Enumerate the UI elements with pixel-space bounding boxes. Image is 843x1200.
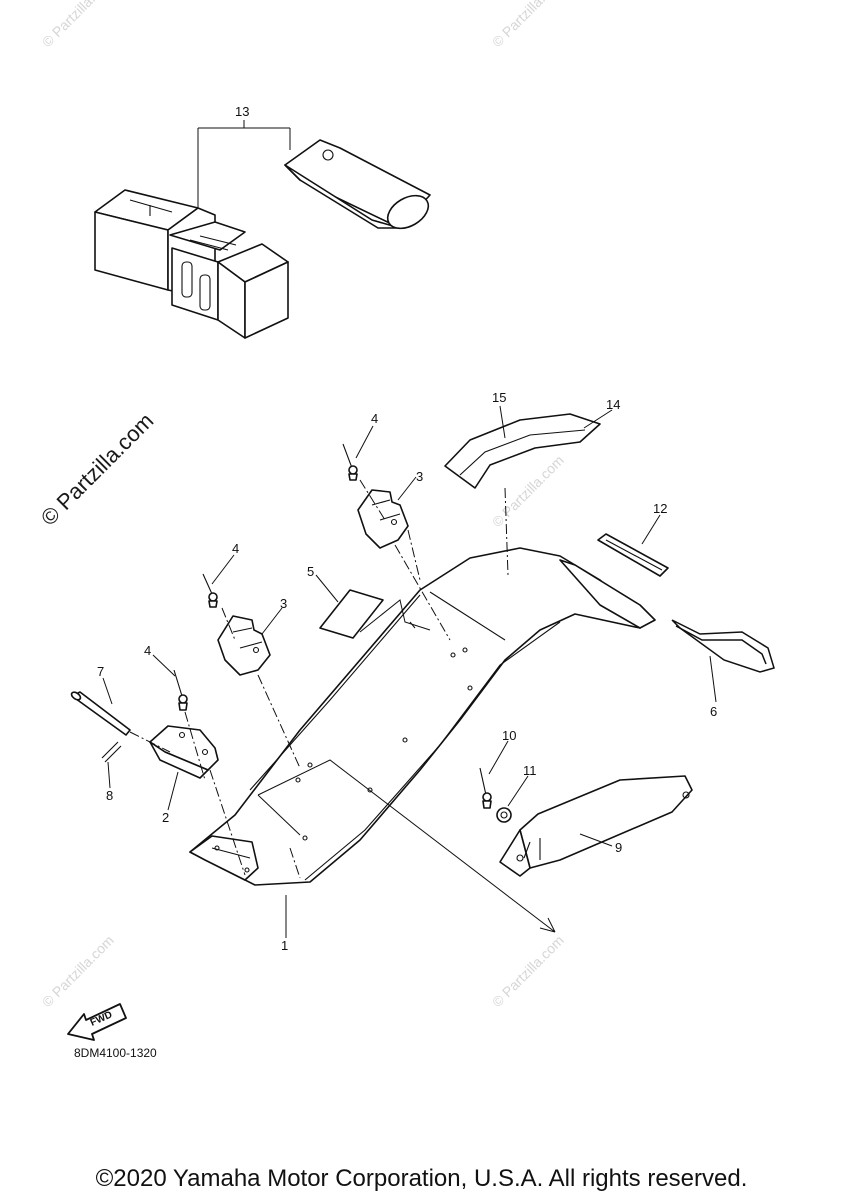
callout-9[interactable]: 9 [615, 840, 622, 855]
callout-5[interactable]: 5 [307, 564, 314, 579]
watermark: © Partzilla.com [489, 932, 567, 1010]
callout-14[interactable]: 14 [606, 397, 620, 412]
part-7-long-bolt[interactable] [70, 691, 131, 736]
part-6-wire[interactable] [671, 619, 775, 673]
part-3-bracket-upper[interactable] [357, 489, 409, 549]
copyright-notice: ©2020 Yamaha Motor Corporation, U.S.A. A… [95, 1165, 748, 1192]
callout-3-upper[interactable]: 3 [416, 469, 423, 484]
callout-2[interactable]: 2 [162, 810, 169, 825]
leader-lines [102, 405, 717, 938]
part-5-label[interactable] [319, 589, 384, 639]
callout-11[interactable]: 11 [523, 763, 537, 778]
part-4-bolt-middle[interactable] [202, 573, 218, 608]
callout-12[interactable]: 12 [653, 501, 667, 516]
callout-4-upper[interactable]: 4 [371, 411, 378, 426]
fwd-arrow-icon: FWD [67, 1003, 127, 1041]
part-10-bolt[interactable] [479, 767, 492, 809]
watermark: © Partzilla.com [489, 0, 567, 50]
callout-labels: 1 2 3 3 4 4 4 5 6 7 8 9 10 11 12 13 14 1… [97, 104, 717, 953]
watermark: © Partzilla.com [39, 932, 117, 1010]
connector-lines [257, 759, 556, 933]
assembly-lines [129, 479, 509, 879]
part-3-bracket-lower[interactable] [217, 615, 271, 676]
watermark: © Partzilla.com [39, 0, 117, 50]
part-4-bolt-lower[interactable] [173, 669, 188, 711]
callout-4-middle[interactable]: 4 [232, 541, 239, 556]
part-15-14-decal[interactable] [444, 413, 601, 489]
part-9-bracket[interactable] [499, 775, 693, 877]
part-4-bolt-upper[interactable] [342, 443, 358, 481]
diagram-code: 8DM4100-1320 [74, 1046, 157, 1060]
part-2-hinge[interactable] [149, 725, 219, 779]
part-13-tool-bag[interactable] [94, 120, 434, 339]
part-1-rear-fender[interactable] [189, 547, 656, 886]
callout-10[interactable]: 10 [502, 728, 516, 743]
callout-13[interactable]: 13 [235, 104, 249, 119]
callout-15[interactable]: 15 [492, 390, 506, 405]
callout-3-lower[interactable]: 3 [280, 596, 287, 611]
part-8-pin[interactable] [101, 741, 122, 763]
callout-6[interactable]: 6 [710, 704, 717, 719]
callout-1[interactable]: 1 [281, 938, 288, 953]
part-11-nut[interactable] [496, 807, 512, 823]
part-12-strip[interactable] [597, 533, 669, 577]
callout-4-lower[interactable]: 4 [144, 643, 151, 658]
watermark-main: © Partzilla.com [36, 408, 159, 531]
callout-7[interactable]: 7 [97, 664, 104, 679]
callout-8[interactable]: 8 [106, 788, 113, 803]
watermark: © Partzilla.com [489, 452, 567, 530]
